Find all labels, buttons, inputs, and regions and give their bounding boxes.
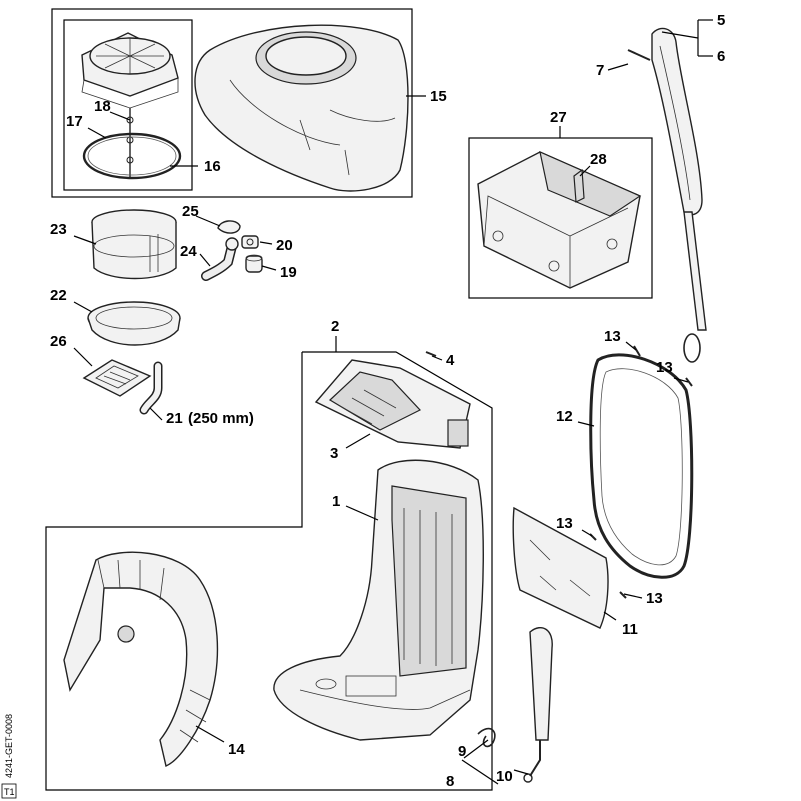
back-pad-part-11 [512, 506, 609, 629]
label-9: 9 [458, 743, 466, 760]
label-1: 1 [332, 493, 340, 510]
label-4: 4 [446, 352, 455, 369]
grille-part-26 [82, 359, 152, 397]
label-13-b: 13 [656, 359, 673, 376]
label-22: 22 [50, 287, 67, 304]
corner-mark: T1 [4, 787, 15, 797]
label-19: 19 [280, 264, 297, 281]
corner-mark-box [1, 783, 17, 799]
label-8: 8 [446, 773, 454, 790]
label-20: 20 [276, 237, 293, 254]
label-7: 7 [596, 62, 604, 79]
strainer-part-23 [91, 209, 177, 280]
tank-cap-subgroup-box [63, 19, 193, 191]
back-frame-part-1 [273, 459, 484, 741]
fitting-part-20 [241, 235, 259, 249]
side-cover-part-14 [63, 551, 219, 767]
screw-part-13-top [633, 345, 693, 387]
cover-part-3 [314, 359, 471, 449]
label-15: 15 [430, 88, 447, 105]
label-18: 18 [94, 98, 111, 115]
label-6: 6 [717, 48, 725, 65]
drawing-code: 4241-GET-0008 [4, 714, 14, 778]
label-24: 24 [180, 243, 197, 260]
label-17: 17 [66, 113, 83, 130]
label-2: 2 [331, 318, 339, 335]
callout-labels: 5 6 7 15 18 17 16 27 28 25 23 24 20 19 2… [50, 12, 725, 790]
sealing-ring-part-17 [82, 132, 182, 180]
label-10: 10 [496, 768, 513, 785]
hook-part-9 [477, 727, 496, 748]
label-25: 25 [182, 203, 199, 220]
label-28: 28 [590, 151, 607, 168]
screw-part-4 [425, 351, 437, 357]
clip-part-25 [217, 220, 241, 234]
shoulder-strap-part-5 [651, 27, 703, 216]
tray-part-27 [477, 150, 642, 289]
label-13-a: 13 [604, 328, 621, 345]
pin-part-7 [627, 49, 651, 61]
tank-part-15 [194, 24, 409, 192]
label-13-c: 13 [556, 515, 573, 532]
label-11: 11 [622, 621, 638, 638]
elbow-fitting-part-24 [201, 237, 239, 281]
leader-lines [73, 19, 713, 785]
label-5: 5 [717, 12, 725, 29]
label-14: 14 [228, 741, 245, 758]
ring-part-22 [87, 301, 181, 346]
label-16: 16 [204, 158, 221, 175]
label-27: 27 [550, 109, 567, 126]
pad-frame-part-12 [589, 353, 694, 579]
hose-part-21 [139, 361, 163, 415]
divider-part-28 [573, 168, 585, 203]
label-21-length-note: (250 mm) [188, 410, 254, 427]
label-23: 23 [50, 221, 67, 238]
frame-group-outline [45, 351, 493, 791]
waist-strap-part-10 [523, 627, 553, 783]
label-21: 21 [166, 410, 183, 427]
label-12: 12 [556, 408, 573, 425]
label-13-d: 13 [646, 590, 663, 607]
tank-cap-part-16 [81, 32, 179, 109]
label-26: 26 [50, 333, 67, 350]
sleeve-part-19 [245, 254, 263, 273]
strap-webbing-part-6 [683, 211, 707, 363]
tank-group-box [51, 8, 413, 198]
retaining-strap-part-18 [126, 108, 134, 178]
label-3: 3 [330, 445, 338, 462]
